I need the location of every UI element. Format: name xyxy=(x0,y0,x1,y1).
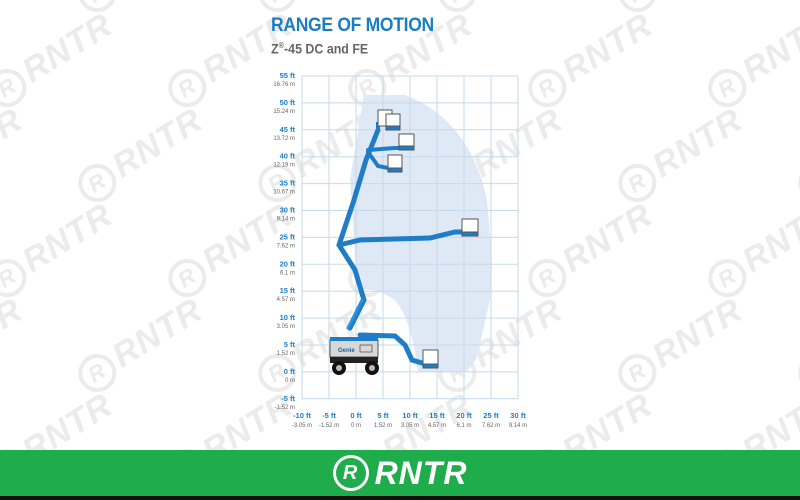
svg-text:-5 ft: -5 ft xyxy=(281,394,295,403)
svg-text:10.67 m: 10.67 m xyxy=(273,190,295,196)
svg-text:10 ft: 10 ft xyxy=(280,313,296,322)
svg-text:1.52 m: 1.52 m xyxy=(374,423,392,429)
svg-text:4.57 m: 4.57 m xyxy=(277,297,295,303)
svg-text:10 ft: 10 ft xyxy=(402,411,418,420)
svg-text:25 ft: 25 ft xyxy=(483,411,499,420)
svg-text:0 m: 0 m xyxy=(351,423,361,429)
svg-text:15 ft: 15 ft xyxy=(429,411,445,420)
svg-text:40 ft: 40 ft xyxy=(280,152,296,161)
svg-text:-3.05 m: -3.05 m xyxy=(292,423,312,429)
svg-text:9.14 m: 9.14 m xyxy=(509,423,527,429)
rntr-logo[interactable]: R RNTR xyxy=(332,454,468,492)
svg-text:15.24 m: 15.24 m xyxy=(273,109,295,115)
svg-text:6.1 m: 6.1 m xyxy=(280,270,295,276)
svg-text:-1.52 m: -1.52 m xyxy=(275,405,295,411)
range-of-motion-chart: 55 ft 16.76 m 50 ft 15.24 m 45 ft 13.72 m 40 f… xyxy=(273,71,527,429)
svg-text:0 ft: 0 ft xyxy=(284,367,296,376)
platform-baskets xyxy=(377,109,479,369)
svg-text:0 m: 0 m xyxy=(285,378,295,384)
svg-text:12.19 m: 12.19 m xyxy=(273,163,295,169)
footer-bar: R RNTR xyxy=(0,450,800,496)
svg-text:35 ft: 35 ft xyxy=(280,179,296,188)
lift-chassis: Genie xyxy=(329,337,379,375)
svg-text:15 ft: 15 ft xyxy=(280,286,296,295)
svg-text:0 ft: 0 ft xyxy=(350,411,362,420)
refresh-ring-icon: R xyxy=(332,455,369,491)
page-subtitle: Z®-45 DC and FE xyxy=(271,41,369,57)
work-envelope xyxy=(350,95,492,372)
svg-text:9.14 m: 9.14 m xyxy=(277,217,295,223)
page-title: RANGE OF MOTION xyxy=(271,15,434,36)
brand-name: RNTR xyxy=(374,454,468,491)
svg-text:Genie: Genie xyxy=(338,348,355,354)
svg-text:25 ft: 25 ft xyxy=(280,232,296,241)
svg-text:-10 ft: -10 ft xyxy=(293,411,311,420)
svg-text:20 ft: 20 ft xyxy=(456,411,472,420)
svg-text:45 ft: 45 ft xyxy=(280,125,296,134)
y-axis-labels: 55 ft 16.76 m 50 ft 15.24 m 45 ft 13.72 m 40 f… xyxy=(273,71,295,411)
svg-text:30 ft: 30 ft xyxy=(510,411,526,420)
svg-text:55 ft: 55 ft xyxy=(280,71,296,80)
svg-text:30 ft: 30 ft xyxy=(280,206,296,215)
x-axis-labels: -10 ft -3.05 m -5 ft -1.52 m 0 ft 0 m 5 ft 1.52… xyxy=(292,411,527,429)
svg-text:3.05 m: 3.05 m xyxy=(401,423,419,429)
svg-text:13.72 m: 13.72 m xyxy=(273,136,295,142)
svg-text:-1.52 m: -1.52 m xyxy=(319,423,339,429)
svg-text:7.62 m: 7.62 m xyxy=(277,243,295,249)
svg-text:4.57 m: 4.57 m xyxy=(428,423,446,429)
footer-bottom-border xyxy=(0,496,800,500)
svg-text:3.05 m: 3.05 m xyxy=(277,324,295,330)
svg-text:20 ft: 20 ft xyxy=(280,259,296,268)
svg-text:1.52 m: 1.52 m xyxy=(277,351,295,357)
svg-text:5 ft: 5 ft xyxy=(284,340,296,349)
svg-text:6.1 m: 6.1 m xyxy=(456,423,471,429)
svg-text:50 ft: 50 ft xyxy=(280,98,296,107)
svg-text:7.62 m: 7.62 m xyxy=(482,423,500,429)
svg-text:16.76 m: 16.76 m xyxy=(273,82,295,88)
svg-text:-5 ft: -5 ft xyxy=(322,411,336,420)
svg-text:5 ft: 5 ft xyxy=(377,411,389,420)
